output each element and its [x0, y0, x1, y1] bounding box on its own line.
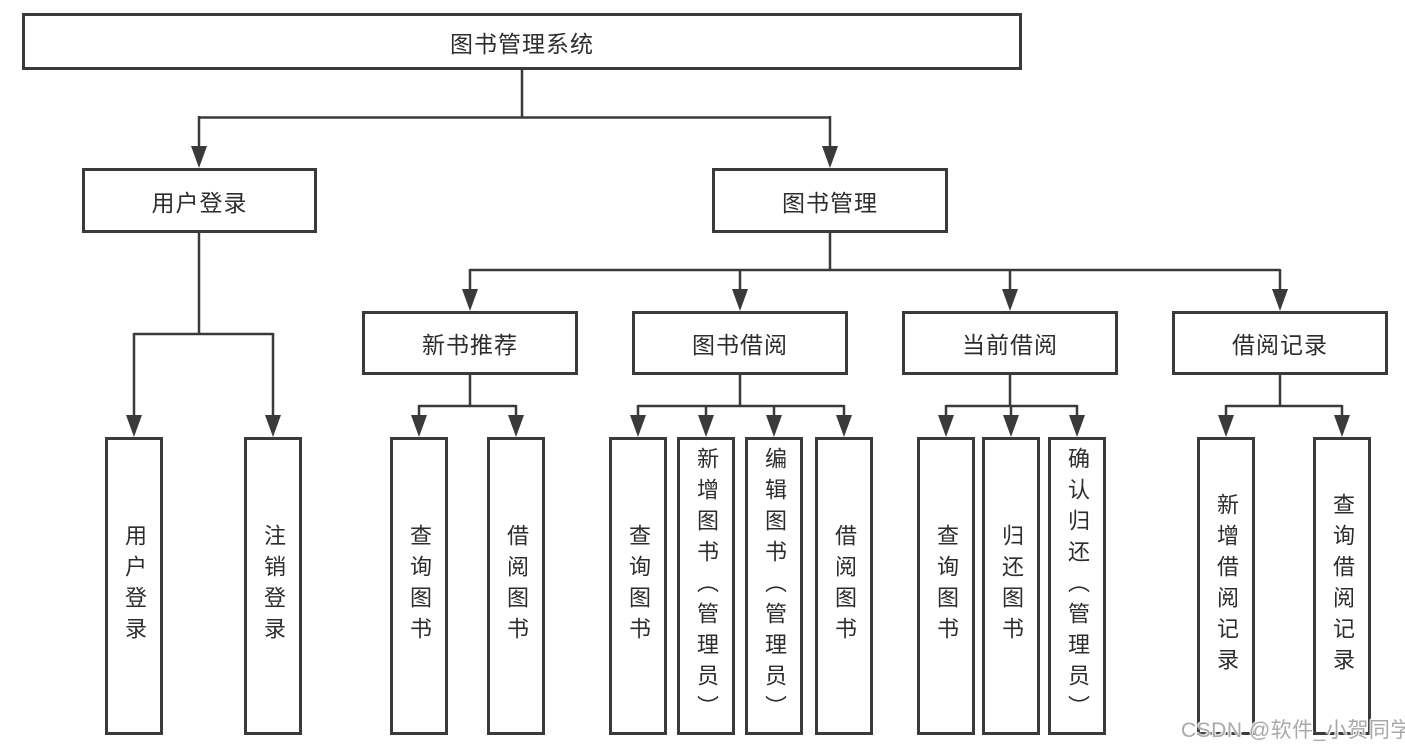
- node-user-login-label: 用户登录: [151, 189, 248, 216]
- leaf-bb-query-books-label: 查询图书: [626, 524, 651, 648]
- leaf-nbr-borrow-books: 借阅图书: [487, 437, 545, 735]
- node-book-borrowing: 图书借阅: [632, 311, 848, 375]
- leaf-cb-confirm-return-label: 确认归还（管理员）: [1065, 446, 1090, 726]
- node-new-book-recommendation-label: 新书推荐: [422, 332, 518, 358]
- arrowheads: [126, 146, 1350, 437]
- leaf-cb-confirm-return: 确认归还（管理员）: [1048, 437, 1106, 735]
- leaf-bb-edit-books-label: 编辑图书（管理员）: [762, 446, 787, 726]
- csdn-watermark: CSDN @软件_小贺同学: [1181, 719, 1405, 742]
- leaf-nbr-query-books: 查询图书: [390, 437, 448, 735]
- node-current-borrowing-label: 当前借阅: [962, 332, 1058, 358]
- node-borrowing-records: 借阅记录: [1172, 311, 1388, 375]
- leaf-br-query-record: 查询借阅记录: [1313, 437, 1371, 735]
- leaf-nbr-borrow-books-label: 借阅图书: [504, 524, 529, 648]
- leaf-br-query-record-label: 查询借阅记录: [1330, 493, 1355, 679]
- node-book-management-label: 图书管理: [782, 189, 878, 216]
- node-book-management: 图书管理: [712, 168, 948, 233]
- leaf-br-add-record: 新增借阅记录: [1197, 437, 1255, 735]
- leaf-cb-return-books: 归还图书: [982, 437, 1040, 735]
- connector-paths: [132, 69, 1344, 420]
- leaf-user-login: 用户登录: [105, 437, 163, 735]
- node-root: 图书管理系统: [22, 13, 1022, 70]
- node-book-borrowing-label: 图书借阅: [692, 332, 788, 358]
- leaf-bb-add-books: 新增图书（管理员）: [677, 437, 735, 735]
- leaf-nbr-query-books-label: 查询图书: [407, 524, 432, 648]
- leaf-bb-query-books: 查询图书: [609, 437, 667, 735]
- leaf-bb-borrow-books-label: 借阅图书: [832, 524, 857, 648]
- leaf-br-add-record-label: 新增借阅记录: [1214, 493, 1239, 679]
- leaf-user-login-label: 用户登录: [122, 524, 147, 648]
- node-root-label: 图书管理系统: [450, 30, 594, 57]
- leaf-cb-query-books-label: 查询图书: [934, 524, 959, 648]
- node-borrowing-records-label: 借阅记录: [1232, 332, 1328, 358]
- leaf-bb-borrow-books: 借阅图书: [815, 437, 873, 735]
- node-user-login: 用户登录: [82, 168, 317, 233]
- leaf-cb-query-books: 查询图书: [917, 437, 975, 735]
- leaf-bb-add-books-label: 新增图书（管理员）: [694, 446, 719, 726]
- node-current-borrowing: 当前借阅: [902, 311, 1118, 375]
- node-new-book-recommendation: 新书推荐: [362, 311, 578, 375]
- leaf-logout-label: 注销登录: [261, 524, 286, 648]
- leaf-logout: 注销登录: [244, 437, 302, 735]
- leaf-bb-edit-books: 编辑图书（管理员）: [745, 437, 803, 735]
- leaf-cb-return-books-label: 归还图书: [999, 524, 1024, 648]
